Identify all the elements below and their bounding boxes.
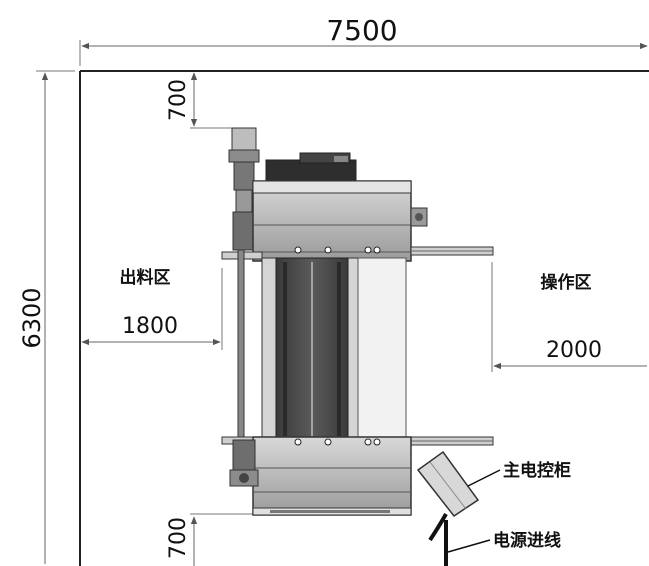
dimension-total-width: 7500 — [79, 14, 648, 66]
room-boundary — [79, 70, 649, 566]
upper-roller-housing — [252, 180, 428, 262]
conveyor-belt — [275, 257, 349, 441]
dimension-top-clearance: 700 — [166, 72, 236, 129]
dimension-total-height-label: 6300 — [18, 287, 46, 348]
zone-label-operation: 操作区 — [541, 272, 592, 293]
dimension-bottom-clearance: 700 — [166, 513, 256, 566]
dimension-left-clearance-label: 1800 — [122, 314, 178, 339]
dimension-right-clearance: 2000 — [491, 262, 647, 372]
callout-power-inlet-label: 电源进线 — [493, 530, 561, 551]
dimension-bottom-clearance-label: 700 — [166, 517, 191, 559]
bottom-drive-motor — [229, 439, 259, 487]
top-drive-motor — [228, 127, 260, 251]
callout-power-inlet: 电源进线 — [447, 530, 561, 553]
callout-control-cabinet-label: 主电控柜 — [503, 460, 571, 481]
dimension-total-height: 6300 — [18, 70, 75, 564]
top-control-box — [265, 152, 390, 187]
lower-roller-housing — [252, 436, 412, 516]
dimension-top-clearance-label: 700 — [166, 79, 191, 121]
machine — [221, 127, 494, 518]
dimension-left-clearance: 1800 — [81, 268, 223, 350]
dimension-total-width-label: 7500 — [326, 14, 397, 47]
main-control-cabinet — [416, 450, 480, 518]
zone-label-outfeed: 出料区 — [120, 267, 171, 288]
callout-control-cabinet: 主电控柜 — [467, 460, 571, 487]
power-inlet-cable — [428, 513, 448, 566]
dimension-right-clearance-label: 2000 — [546, 338, 602, 363]
